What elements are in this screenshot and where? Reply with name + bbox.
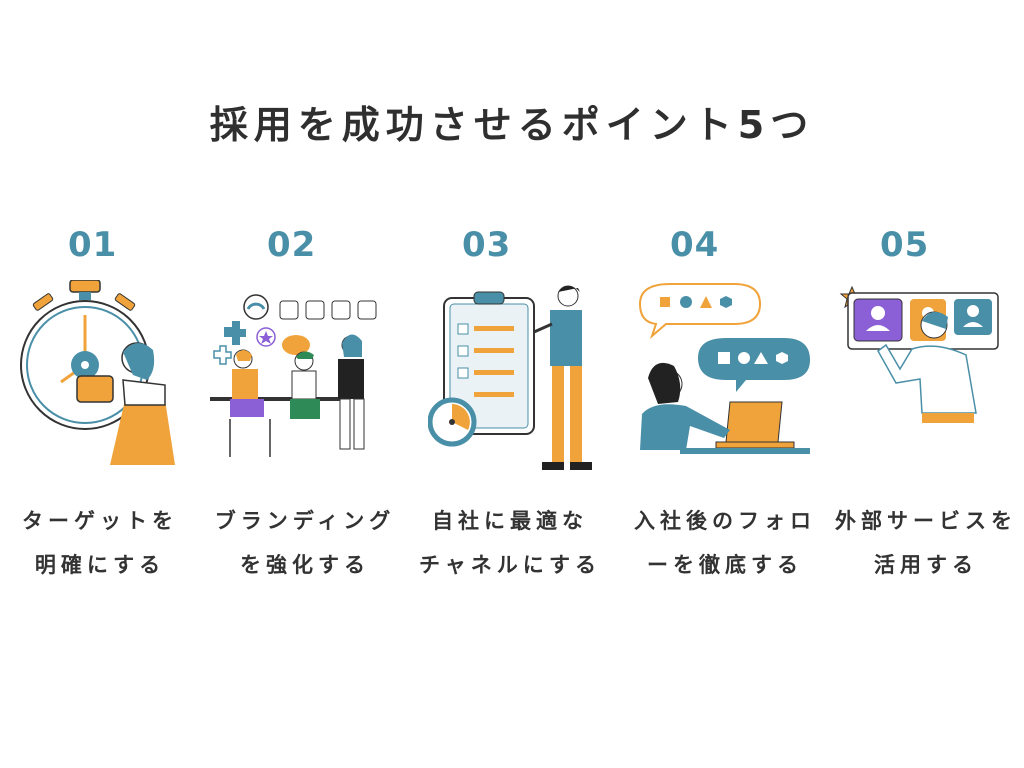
caption-line-1: 入社後のフォロ [634, 509, 816, 533]
caption-line-1: 自社に最適な [432, 509, 588, 533]
laptop-chat-icon [638, 283, 810, 454]
caption-line-2: を強化する [240, 553, 370, 577]
checklist-person-icon [428, 285, 592, 470]
caption-line-2: 明確にする [34, 553, 166, 577]
point-number: 03 [462, 225, 512, 265]
profile-select-icon [839, 285, 999, 423]
point-caption: 入社後のフォロ ーを徹底する [625, 499, 825, 587]
point-number: 02 [267, 225, 317, 265]
point-caption: ブランディング を強化する [205, 499, 405, 587]
point-number: 05 [880, 225, 930, 265]
stopwatch-person-icon [20, 280, 175, 465]
page-title: 採用を成功させるポイント5つ [209, 103, 815, 147]
point-number: 01 [68, 225, 118, 265]
caption-line-2: 活用する [874, 553, 978, 577]
team-meeting-icon [210, 294, 377, 457]
point-number: 04 [670, 225, 720, 265]
point-caption: 自社に最適な チャネルにする [410, 499, 610, 587]
caption-line-2: ーを徹底する [647, 553, 803, 577]
point-caption: ターゲットを 明確にする [0, 499, 200, 587]
caption-line-1: 外部サービスを [835, 509, 1017, 533]
caption-line-1: ブランディング [214, 509, 396, 533]
point-caption: 外部サービスを 活用する [828, 499, 1024, 587]
caption-line-1: ターゲットを [22, 509, 178, 533]
caption-line-2: チャネルにする [419, 553, 601, 577]
